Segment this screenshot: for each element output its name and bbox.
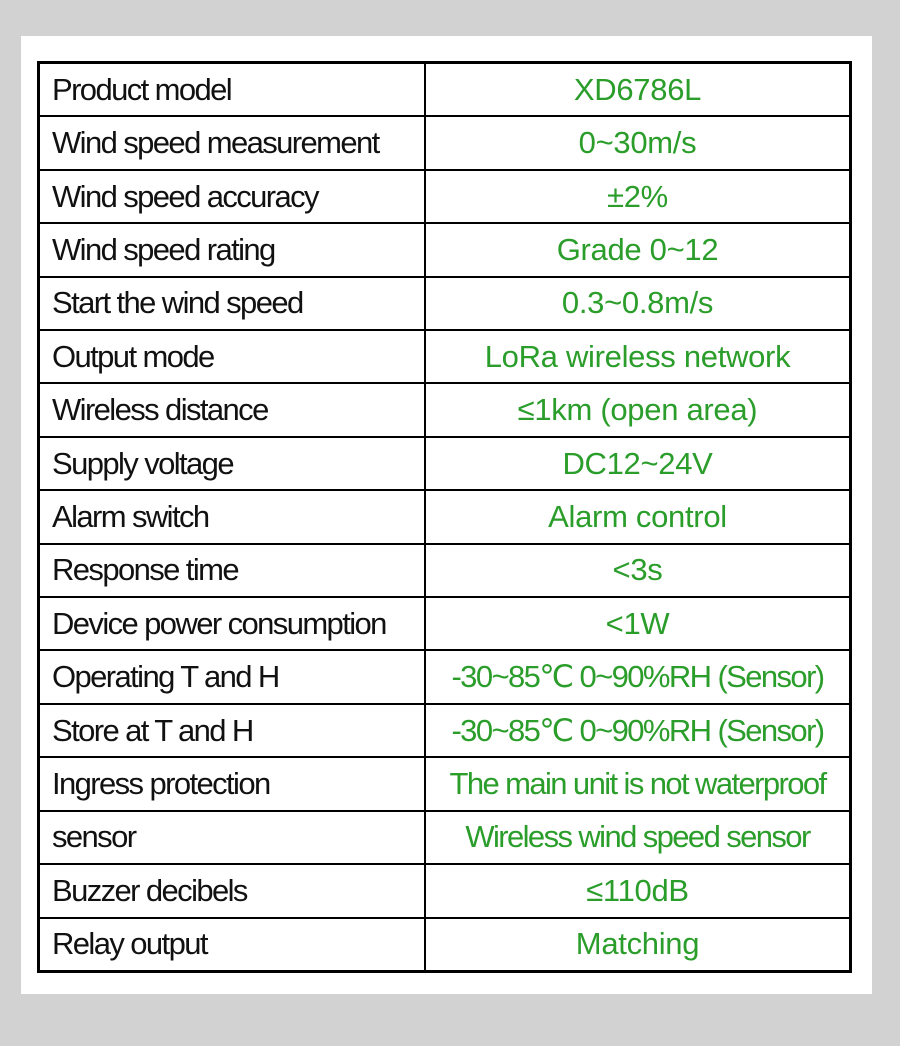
spec-label: Operating T and H [37, 649, 426, 705]
spec-sheet: Product model XD6786L Wind speed measure… [21, 36, 872, 994]
table-row: Response time <3s [37, 542, 852, 599]
spec-label: Wireless distance [37, 382, 426, 438]
table-row: Device power consumption <1W [37, 596, 852, 652]
spec-value: -30~85℃ 0~90%RH (Sensor) [424, 702, 852, 759]
spec-value: Alarm control [424, 489, 852, 545]
spec-value: Wireless wind speed sensor [424, 809, 852, 866]
spec-label: Wind speed measurement [37, 115, 426, 171]
spec-label: Output mode [37, 329, 426, 385]
table-row: Wind speed rating Grade 0~12 [37, 222, 852, 278]
spec-label: Wind speed accuracy [37, 168, 426, 225]
table-row: Wind speed measurement 0~30m/s [37, 115, 852, 171]
table-row: Supply voltage DC12~24V [37, 435, 852, 492]
spec-value: 0.3~0.8m/s [424, 275, 852, 332]
table-row: Operating T and H -30~85℃ 0~90%RH (Senso… [37, 649, 852, 705]
spec-label: Response time [37, 542, 426, 599]
spec-label: Supply voltage [37, 435, 426, 492]
spec-value: -30~85℃ 0~90%RH (Sensor) [424, 649, 852, 705]
spec-label: Relay output [37, 916, 426, 973]
table-row: Wireless distance ≤1km (open area) [37, 382, 852, 438]
table-row: Relay output Matching [37, 916, 852, 973]
table-row: sensor Wireless wind speed sensor [37, 809, 852, 866]
spec-label: Buzzer decibels [37, 863, 426, 919]
spec-value: Grade 0~12 [424, 222, 852, 278]
table-row: Start the wind speed 0.3~0.8m/s [37, 275, 852, 332]
spec-value: LoRa wireless network [424, 329, 852, 385]
spec-value: <3s [424, 542, 852, 599]
spec-label: Device power consumption [37, 596, 426, 652]
spec-label: Start the wind speed [37, 275, 426, 332]
spec-label: Alarm switch [37, 489, 426, 545]
spec-value: DC12~24V [424, 435, 852, 492]
spec-value: <1W [424, 596, 852, 652]
table-row: Wind speed accuracy ±2% [37, 168, 852, 225]
spec-value: ≤1km (open area) [424, 382, 852, 438]
spec-value: Matching [424, 916, 852, 973]
spec-label: Ingress protection [37, 756, 426, 812]
table-row: Store at T and H -30~85℃ 0~90%RH (Sensor… [37, 702, 852, 759]
spec-value: ≤110dB [424, 863, 852, 919]
spec-value: ±2% [424, 168, 852, 225]
table-row: Buzzer decibels ≤110dB [37, 863, 852, 919]
spec-value: XD6786L [424, 61, 852, 118]
specification-table: Product model XD6786L Wind speed measure… [37, 61, 852, 973]
table-row: Alarm switch Alarm control [37, 489, 852, 545]
table-row: Output mode LoRa wireless network [37, 329, 852, 385]
table-row: Product model XD6786L [37, 61, 852, 118]
spec-label: Product model [37, 61, 426, 118]
spec-label: sensor [37, 809, 426, 866]
spec-label: Store at T and H [37, 702, 426, 759]
spec-value: The main unit is not waterproof [424, 756, 852, 812]
spec-label: Wind speed rating [37, 222, 426, 278]
table-row: Ingress protection The main unit is not … [37, 756, 852, 812]
spec-value: 0~30m/s [424, 115, 852, 171]
